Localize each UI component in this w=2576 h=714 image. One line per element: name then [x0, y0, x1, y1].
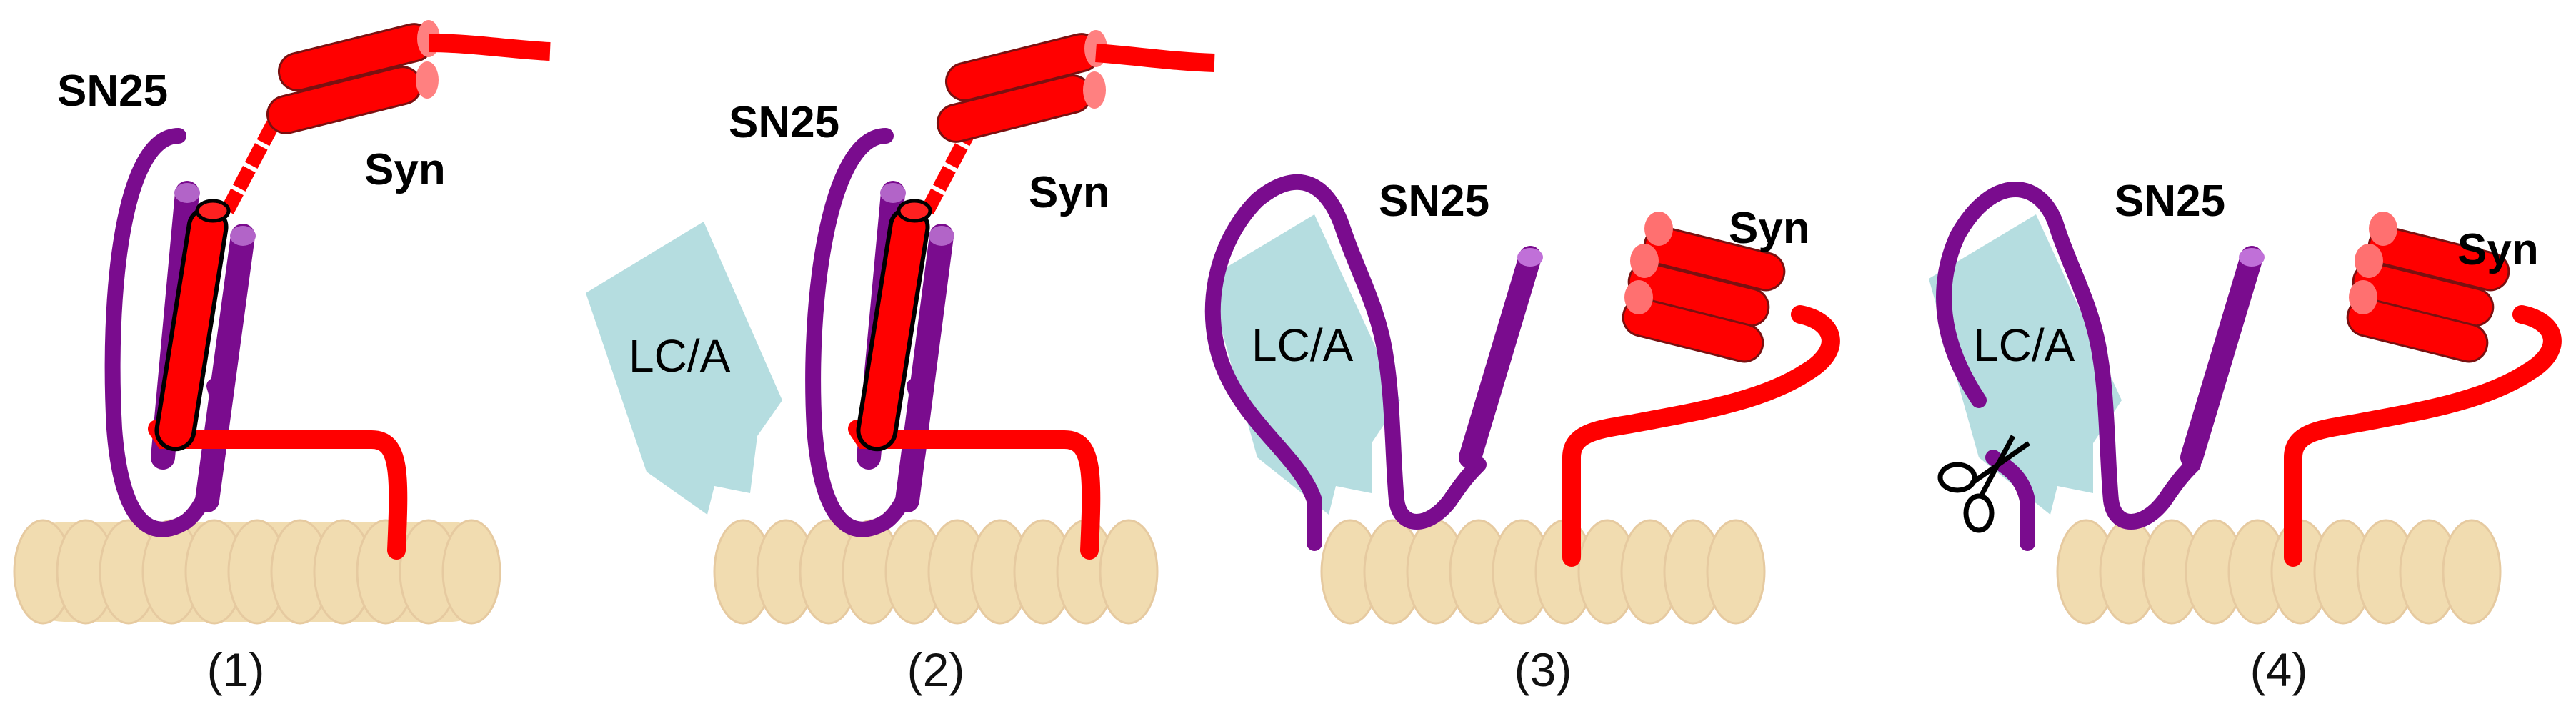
- snap25-label: SN25: [1379, 177, 1489, 226]
- syntaxin-label: Syn: [1729, 204, 1810, 253]
- habc-domain: [2346, 212, 2510, 363]
- lc-a-protease: LC/A: [586, 222, 782, 515]
- step-label: (1): [207, 643, 265, 696]
- lc-a-protease: LC/A: [1207, 214, 1400, 515]
- syntaxin: [2284, 212, 2562, 567]
- snap25-label: SN25: [2115, 177, 2225, 226]
- habc-domain: [936, 30, 1107, 143]
- snap25-label: SN25: [729, 98, 839, 147]
- membrane: [713, 519, 1159, 625]
- membrane: [1320, 519, 1766, 625]
- syntaxin: [848, 30, 1215, 560]
- syntaxin-label: Syn: [2457, 225, 2539, 274]
- lc-a-label: LC/A: [1973, 319, 2075, 371]
- panel-1: SN25 Syn (1): [13, 20, 551, 696]
- lc-a-label: LC/A: [629, 330, 731, 382]
- habc-domain: [1622, 212, 1786, 363]
- syntaxin-label: Syn: [1029, 168, 1110, 217]
- syntaxin: [1562, 212, 1840, 567]
- syntaxin: [148, 20, 551, 560]
- lc-a-label: LC/A: [1252, 319, 1354, 371]
- panel-4: LC/A SN25 Syn (4): [1929, 177, 2562, 696]
- panel-2: LC/A SN25 Syn (2): [586, 30, 1215, 696]
- syntaxin-label: Syn: [364, 145, 446, 194]
- scissors-icon: [1937, 435, 2031, 533]
- step-label: (3): [1514, 643, 1572, 696]
- snap25-strand: [1204, 174, 1543, 551]
- habc-domain: [266, 20, 440, 134]
- snap25-label: SN25: [57, 66, 168, 116]
- panel-3: LC/A SN25 Syn (3): [1204, 174, 1840, 696]
- lc-a-protease: LC/A: [1929, 214, 2122, 515]
- snap25-strand: [1936, 182, 2265, 551]
- membrane: [13, 519, 501, 625]
- step-label: (4): [2250, 643, 2308, 696]
- membrane: [2056, 519, 2502, 625]
- step-label: (2): [907, 643, 965, 696]
